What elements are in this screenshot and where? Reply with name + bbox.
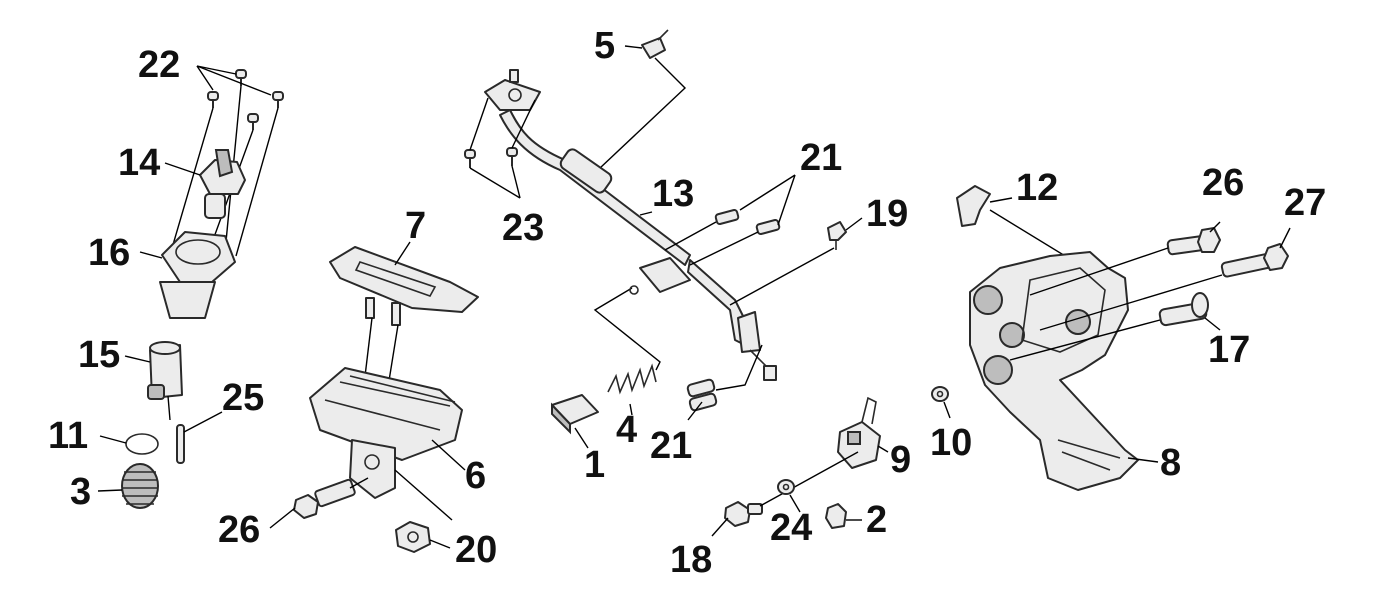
part-17-bolt [1009, 292, 1221, 361]
part-6-bracket [309, 367, 466, 521]
part-4-spring [593, 285, 661, 416]
callout-26-left: 26 [218, 509, 260, 551]
part-22-screws [207, 69, 284, 130]
callout-9: 9 [890, 439, 911, 481]
callout-25: 25 [222, 377, 264, 419]
callout-17: 17 [1208, 329, 1250, 371]
callout-19: 19 [866, 193, 908, 235]
part-3-filter [97, 463, 159, 509]
part-13-sensor-rod [484, 69, 777, 381]
callout-14: 14 [118, 142, 160, 184]
part-27-long-bolt [1039, 227, 1291, 331]
part-9-switch [837, 396, 889, 469]
callout-27: 27 [1284, 182, 1326, 224]
part-26-bolt-left [269, 477, 369, 529]
part-23-screws [464, 97, 536, 199]
callout-13: 13 [652, 173, 694, 215]
callout-18: 18 [670, 539, 712, 581]
callout-7: 7 [405, 205, 426, 247]
part-1-block [551, 394, 599, 449]
callout-21-lower: 21 [650, 425, 692, 467]
callout-2: 2 [866, 499, 887, 541]
callout-8: 8 [1160, 442, 1181, 484]
part-15-lock-cylinder [124, 341, 183, 421]
part-24-washer [777, 479, 801, 513]
callout-15: 15 [78, 334, 120, 376]
callout-11: 11 [48, 415, 88, 457]
callout-16: 16 [88, 232, 130, 274]
callout-6: 6 [465, 455, 486, 497]
part-18-bolt [711, 451, 859, 537]
callout-4: 4 [616, 409, 637, 451]
callout-23: 23 [502, 207, 544, 249]
part-10-washer [931, 386, 951, 419]
part-14-ignition-switch [164, 149, 246, 219]
callout-20: 20 [455, 529, 497, 571]
callout-26-right: 26 [1202, 162, 1244, 204]
part-2-nut [825, 503, 862, 529]
callout-1: 1 [584, 444, 605, 486]
callout-12: 12 [1016, 167, 1058, 209]
callout-10: 10 [930, 422, 972, 464]
part-25-pin [176, 411, 223, 464]
callout-labels: 22 14 16 15 11 3 25 7 6 26 20 5 23 13 21… [48, 25, 1326, 581]
part-11-oring [99, 433, 159, 455]
part-16-switch-housing [139, 231, 236, 319]
part-20-nut [395, 521, 451, 553]
part-12-clip [956, 185, 1076, 263]
part-8-pedal-bracket [969, 251, 1159, 491]
part-21-bolts-upper [664, 174, 796, 266]
part-5-screw [599, 29, 687, 169]
callout-24: 24 [770, 507, 812, 549]
part-21-bolts-lower [686, 344, 763, 421]
callout-5: 5 [594, 25, 615, 67]
callout-21-upper: 21 [800, 137, 842, 179]
callout-3: 3 [70, 471, 91, 513]
part-26-bolt-right [1029, 221, 1221, 296]
part-19-clip [729, 217, 863, 306]
callout-22: 22 [138, 44, 180, 86]
